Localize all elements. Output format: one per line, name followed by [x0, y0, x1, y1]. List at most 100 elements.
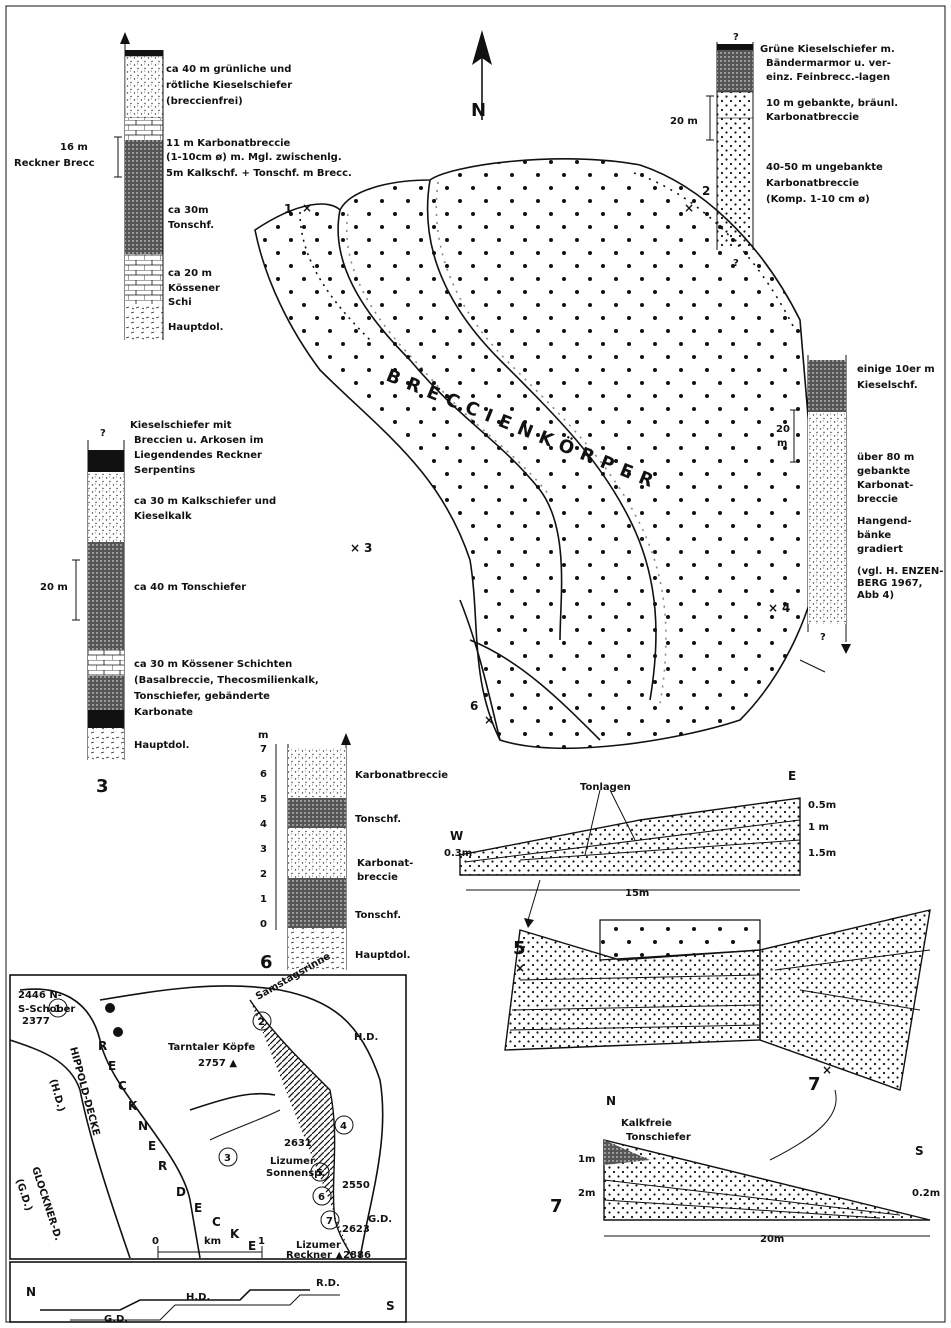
tonlagen-label: Tonlagen: [580, 782, 631, 793]
map-alt-2550: 2550: [342, 1180, 370, 1191]
profile-n-s: N S Kalkfreie Tonschiefer 1m 2m 0.2m 20m…: [550, 1090, 940, 1245]
col1-line-4: 11 m Karbonatbreccie: [166, 138, 291, 149]
profile-r1: 0.5m: [808, 800, 836, 811]
profile-r2: 1 m: [808, 822, 829, 833]
block-diagram: 5 × 7 ×: [505, 880, 930, 1095]
north-arrow: N: [471, 30, 492, 121]
col2-line-2: Bändermarmor u. ver-: [766, 58, 891, 69]
loc-4-label: 4: [782, 601, 790, 615]
map-circle-7: 7: [326, 1216, 333, 1227]
col4-line-10: (vgl. H. ENZEN-: [857, 566, 943, 577]
reckner-letter-7: R: [158, 1159, 167, 1173]
col4-line-4: gebankte: [857, 466, 910, 477]
loc-5-x: ×: [515, 961, 525, 975]
reckner-letter-1: R: [98, 1039, 107, 1053]
profile-e-label: E: [788, 769, 796, 783]
loc-3-x: ×: [350, 541, 360, 555]
col6-tick-5: 5: [260, 794, 267, 805]
col3-line-5: ca 30 m Kalkschiefer und: [134, 496, 276, 507]
map-circle-1: 1: [54, 1004, 61, 1015]
map-lizumer-s1: Lizumer: [270, 1156, 315, 1167]
breccia-body-diagram: 1 × 2 × × 3 × 4 6 × BRECCIENKÖRPER: [255, 159, 845, 748]
col6-tick-0: 0: [260, 919, 267, 930]
location-map: 2446 N- S-Schober 2377 R E C K N E R D E…: [10, 951, 406, 1261]
col2-line-4: 10 m gebankte, bräunl.: [766, 98, 898, 109]
reckner-letter-4: K: [128, 1099, 138, 1113]
col4-line-6: breccie: [857, 494, 898, 505]
reckner-letter-12: E: [248, 1239, 256, 1253]
col4-line-9: gradiert: [857, 544, 903, 555]
col6-line-2: Tonschf.: [355, 814, 401, 825]
reckner-letter-3: C: [118, 1079, 127, 1093]
profile-w-label: W: [450, 829, 463, 843]
col3-line-2: Breccien u. Arkosen im: [134, 435, 264, 446]
col1-line-3: (breccienfrei): [166, 96, 243, 107]
col6-tick-1: 1: [260, 894, 267, 905]
col6-tick-2: 2: [260, 869, 267, 880]
section-hd: H.D.: [186, 1292, 210, 1303]
map-gd: G.D.: [368, 1214, 392, 1225]
loc-1-x: ×: [302, 201, 312, 215]
map-scale-1: 1: [258, 1236, 265, 1247]
section-n-label: N: [26, 1285, 36, 1299]
col1-line-9: ca 20 m: [168, 268, 212, 279]
col6-number: 6: [260, 952, 273, 973]
profile-w-e: Tonlagen W 0.3m E 0.5m 1 m 1.5m 15m: [444, 769, 836, 899]
section-gd: G.D.: [104, 1314, 128, 1325]
col3-line-8: ca 30 m Kössener Schichten: [134, 659, 292, 670]
map-tarntaler: Tarntaler Köpfe: [168, 1042, 255, 1053]
col6-line-4: breccie: [357, 872, 398, 883]
loc-3-label: 3: [364, 541, 372, 555]
col2-line-6: 40-50 m ungebankte: [766, 162, 883, 173]
col6-tick-7: 7: [260, 744, 267, 755]
map-gd-paren: (G.D.): [13, 1178, 34, 1213]
loc-1-label: 1: [284, 202, 292, 216]
col6-tick-3: 3: [260, 844, 267, 855]
map-alt-2377: 2377: [22, 1016, 50, 1027]
col3-line-4: Serpentins: [134, 465, 195, 476]
col6-line-5: Tonschf.: [355, 910, 401, 921]
col6-line-1: Karbonatbreccie: [355, 770, 448, 781]
ns-number: 7: [550, 1196, 563, 1217]
col1-line-12: Hauptdol.: [168, 322, 223, 333]
col1-line-6: 5m Kalkschf. + Tonschf. m Brecc.: [166, 168, 352, 179]
ns-right: 0.2m: [912, 1188, 940, 1199]
col6-unit: m: [258, 730, 268, 741]
col2-line-7: Karbonatbreccie: [766, 178, 859, 189]
reckner-letter-8: D: [176, 1185, 186, 1199]
col6-ticks: 7 6 5 4 3 2 1 0: [260, 744, 267, 930]
col6-tick-4: 4: [260, 819, 267, 830]
stratigraphic-column-6: m 7 6 5 4 3 2 1 0 Karbonatbreccie Tonsch…: [258, 730, 448, 973]
ns-profile-s-label: S: [915, 1144, 924, 1158]
map-circle-5: 5: [316, 1168, 323, 1179]
ns-width: 20m: [760, 1234, 784, 1245]
col3-scale: 20 m: [40, 582, 68, 593]
loc-6-label: 6: [470, 699, 478, 713]
reckner-letter-2: E: [108, 1059, 116, 1073]
reckner-letter-9: E: [194, 1201, 202, 1215]
col1-line-5: (1-10cm ø) m. Mgl. zwischenlg.: [166, 152, 342, 163]
col1-line-2: rötliche Kieselschiefer: [166, 80, 292, 91]
col1-line-11: Schi: [168, 297, 192, 308]
map-circle-4: 4: [340, 1121, 347, 1132]
ns-note-2: Tonschiefer: [626, 1132, 691, 1143]
col3-line-6: Kieselkalk: [134, 511, 192, 522]
map-glockner: GLOCKNER-D.: [29, 1166, 63, 1243]
loc-2-x: ×: [684, 201, 694, 215]
profile-left-thickness: 0.3m: [444, 848, 472, 859]
col4-line-7: Hangend-: [857, 516, 912, 527]
reckner-letter-5: N: [138, 1119, 148, 1133]
ns-profile-n-label: N: [606, 1094, 616, 1108]
map-scale-km: km: [204, 1236, 221, 1247]
profile-r3: 1.5m: [808, 848, 836, 859]
col2-line-1: Grüne Kieselschiefer m.: [760, 44, 895, 55]
col1-side-label-1: 16 m: [60, 142, 88, 153]
col3-line-3: Liegendendes Reckner: [134, 450, 262, 461]
map-alt-2631: 2631: [284, 1138, 312, 1149]
reckner-letter-10: C: [212, 1215, 221, 1229]
col2-scale: 20 m: [670, 116, 698, 127]
loc-4-x: ×: [768, 601, 778, 615]
col4-scale-b: m: [777, 438, 787, 449]
col2-line-8: (Komp. 1-10 cm ø): [766, 194, 870, 205]
